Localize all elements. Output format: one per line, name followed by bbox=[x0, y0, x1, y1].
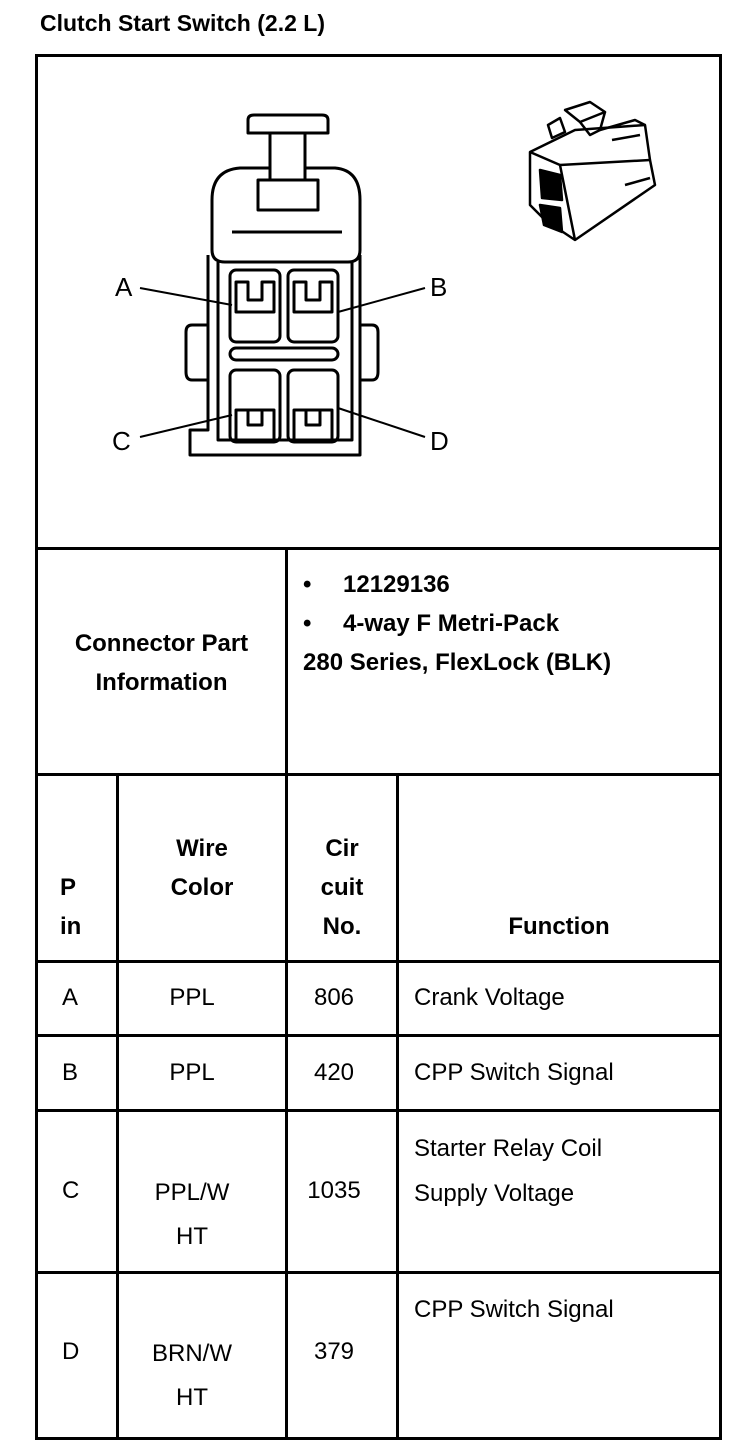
pin-label-a: A bbox=[115, 272, 133, 302]
divider-row-b bbox=[36, 1109, 722, 1112]
bullet-part-number: • 12129136 bbox=[303, 565, 611, 604]
left-border bbox=[35, 54, 38, 1440]
leader-a bbox=[139, 287, 233, 306]
cavity-a bbox=[228, 268, 282, 344]
cavity-b bbox=[286, 268, 340, 344]
bullet-description: • 4-way F Metri-Pack bbox=[303, 604, 611, 643]
header-wire-line2: Color bbox=[170, 874, 234, 901]
cell-circuit-a: 806 bbox=[313, 984, 355, 1011]
divider-info bbox=[36, 773, 722, 776]
divider-diagram bbox=[36, 547, 722, 550]
connector-info-label-line2: Information bbox=[95, 669, 228, 696]
latch-tab bbox=[246, 113, 330, 135]
cell-wire-c: PPL/W HT bbox=[119, 1171, 265, 1259]
header-pin-line1: P bbox=[60, 874, 77, 901]
bullet-icon: • bbox=[303, 571, 312, 598]
cavity-d bbox=[286, 368, 340, 444]
divider-row-c bbox=[36, 1271, 722, 1274]
cell-wire-a: PPL bbox=[169, 984, 215, 1011]
top-border bbox=[36, 54, 722, 57]
col-divider-circuit bbox=[285, 547, 288, 1440]
header-circuit: Cir cuit No. bbox=[288, 829, 396, 946]
header-wire-line1: Wire bbox=[176, 835, 228, 862]
page-title: Clutch Start Switch (2.2 L) bbox=[40, 10, 325, 36]
cavity-c bbox=[228, 368, 282, 444]
connector-3d-view bbox=[528, 100, 657, 242]
header-circuit-line2: cuit bbox=[320, 874, 364, 901]
pin-label-d: D bbox=[430, 426, 449, 456]
header-function: Function bbox=[508, 913, 610, 940]
header-pin-line2: in bbox=[60, 913, 82, 940]
cell-function-b: CPP Switch Signal bbox=[414, 1059, 614, 1086]
connector-diagram: A B C D bbox=[112, 100, 657, 457]
connector-info-label-line1: Connector Part bbox=[74, 630, 249, 657]
cell-pin-a: A bbox=[62, 984, 79, 1011]
cell-function-c: Starter Relay Coil Supply Voltage bbox=[414, 1126, 602, 1216]
divider-row-a bbox=[36, 1034, 722, 1037]
cell-wire-d-line1: BRN/W bbox=[152, 1340, 232, 1367]
bullet-icon: • bbox=[303, 610, 312, 637]
leader-d bbox=[337, 407, 426, 438]
header-circuit-line1: Cir bbox=[325, 835, 359, 862]
right-border bbox=[719, 54, 722, 1440]
cell-wire-c-line2: HT bbox=[176, 1223, 208, 1250]
connector-info-details: • 12129136 • 4-way F Metri-Pack 280 Series… bbox=[303, 565, 611, 682]
part-number: 12129136 bbox=[343, 571, 450, 598]
cell-pin-d: D bbox=[62, 1338, 80, 1365]
connector-body bbox=[188, 255, 362, 457]
pin-label-c: C bbox=[112, 426, 131, 456]
connector-info-label: Connector Part Information bbox=[38, 624, 285, 702]
header-circuit-line3: No. bbox=[322, 913, 362, 940]
header-pin: P in bbox=[38, 868, 116, 946]
header-wire-color: Wire Color bbox=[119, 829, 285, 907]
cell-circuit-b: 420 bbox=[313, 1059, 355, 1086]
cell-wire-c-line1: PPL/W bbox=[154, 1179, 230, 1206]
description-line1: 4-way F Metri-Pack bbox=[343, 610, 560, 637]
cell-function-d: CPP Switch Signal bbox=[414, 1296, 614, 1323]
pin-label-b: B bbox=[430, 272, 447, 302]
cell-circuit-c: 1035 bbox=[307, 1177, 361, 1204]
cell-circuit-d: 379 bbox=[313, 1338, 355, 1365]
leader-b bbox=[337, 287, 426, 313]
cell-pin-c: C bbox=[62, 1177, 80, 1204]
description-line2: 280 Series, FlexLock (BLK) bbox=[303, 649, 612, 676]
leader-c bbox=[139, 414, 233, 438]
cell-pin-b: B bbox=[62, 1059, 79, 1086]
cell-function-a: Crank Voltage bbox=[414, 984, 565, 1011]
divider-header bbox=[36, 960, 722, 963]
cell-function-c-line2: Supply Voltage bbox=[414, 1180, 575, 1207]
cell-function-c-line1: Starter Relay Coil bbox=[414, 1135, 603, 1162]
cell-wire-b: PPL bbox=[169, 1059, 215, 1086]
cell-wire-d: BRN/W HT bbox=[119, 1332, 265, 1420]
col-divider-function bbox=[396, 773, 399, 1440]
cell-wire-d-line2: HT bbox=[176, 1384, 208, 1411]
col-divider-pin bbox=[116, 773, 119, 1440]
bottom-border bbox=[36, 1437, 722, 1440]
